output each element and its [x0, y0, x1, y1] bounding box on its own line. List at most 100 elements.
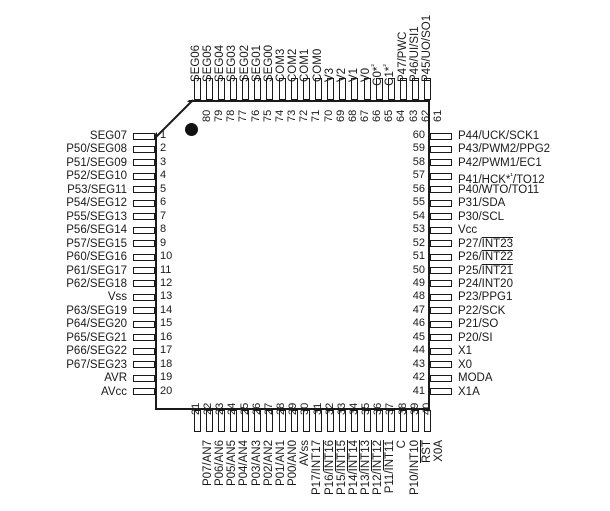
pin-lead-75 [254, 78, 262, 100]
pin-label-71: COM1 [299, 48, 312, 82]
pin-number-20: 20 [160, 384, 173, 397]
pin-number-37: 37 [384, 402, 397, 415]
pin-number-54: 54 [412, 209, 425, 222]
pin-label-16: P65/SEG21 [66, 331, 127, 344]
pin-lead-40 [424, 410, 432, 432]
pin-label-3: P51/SEG09 [66, 156, 127, 169]
pin-label-9: P57/SEG15 [66, 237, 127, 250]
pin-lead-37 [387, 410, 395, 432]
pin-number-42: 42 [412, 371, 425, 384]
pin-label-13: Vss [107, 291, 127, 304]
pin-label-42: MODA [458, 372, 493, 385]
pin-label-31: P16/INT16 [323, 440, 336, 495]
pin-number-50: 50 [412, 263, 425, 276]
pin-lead-30 [302, 410, 310, 432]
pin-lead-79 [205, 78, 213, 100]
pin-label-73: COM3 [275, 48, 288, 82]
pin-number-24: 24 [226, 402, 239, 415]
pin-lead-27 [266, 410, 274, 432]
pin-number-13: 13 [160, 290, 173, 303]
pin-label-61: P45/UO/SO1 [420, 14, 433, 82]
pin-label-67: V1 [347, 67, 360, 82]
pin-label-33: P14/INT14 [347, 440, 360, 495]
pin-number-33: 33 [335, 402, 348, 415]
pin-number-34: 34 [347, 402, 360, 415]
pin-number-44: 44 [412, 344, 425, 357]
pin-number-68: 68 [346, 109, 359, 122]
pin-lead-77 [229, 78, 237, 100]
pin-lead-32 [327, 410, 335, 432]
pin-number-77: 77 [237, 109, 250, 122]
pin-lead-7 [133, 213, 155, 221]
pin-lead-76 [242, 78, 250, 100]
pin-label-32: P15/INT15 [335, 440, 348, 495]
pin-label-55: P31/SDA [458, 197, 506, 210]
pin-lead-28 [278, 410, 286, 432]
pin-number-57: 57 [412, 169, 425, 182]
pin-number-21: 21 [190, 402, 202, 415]
pin-number-19: 19 [160, 371, 173, 384]
pin-number-5: 5 [160, 182, 167, 195]
pin-label-38: P10/INT10 [408, 440, 421, 495]
pin-label-50: P25/INT21 [458, 264, 513, 277]
pin-lead-12 [133, 280, 155, 288]
pin-number-3: 3 [160, 155, 167, 168]
pin-number-17: 17 [160, 344, 173, 357]
pin-lead-35 [363, 410, 371, 432]
pin-lead-60 [430, 132, 452, 140]
pin-lead-67 [351, 78, 359, 100]
pin-lead-1 [133, 132, 155, 140]
pin-lead-65 [375, 78, 383, 100]
pin-lead-71 [302, 78, 310, 100]
pin-number-25: 25 [238, 402, 251, 415]
pin-number-9: 9 [160, 236, 167, 249]
pin-label-36: P11/INT11 [384, 440, 397, 494]
pin-number-23: 23 [214, 402, 227, 415]
pin-lead-72 [290, 78, 298, 100]
pin-lead-45 [430, 334, 452, 342]
pin-label-56: P40/WTO/TO11 [458, 183, 540, 196]
pin-lead-64 [387, 78, 395, 100]
pin-number-18: 18 [160, 357, 173, 370]
pin-label-72: COM2 [287, 48, 300, 82]
pin-lead-10 [133, 253, 155, 261]
pin-number-30: 30 [299, 402, 312, 415]
pin-label-74: SEG00 [262, 44, 275, 82]
pin-lead-31 [315, 410, 322, 432]
pin-label-12: P62/SEG18 [66, 277, 127, 290]
pin-lead-4 [133, 172, 155, 180]
pin-lead-68 [339, 78, 347, 100]
pin-lead-46 [430, 320, 452, 328]
pin-label-5: P53/SEG11 [67, 183, 127, 196]
pin-label-26: P02/AN2 [262, 440, 275, 487]
pin-number-8: 8 [160, 223, 167, 236]
pin-label-6: P54/SEG12 [66, 197, 127, 210]
pin-number-6: 6 [160, 196, 167, 209]
pin-label-11: P61/SEG17 [66, 264, 127, 277]
pin-lead-22 [205, 410, 213, 432]
pin-number-2: 2 [160, 142, 167, 155]
pin-number-55: 55 [412, 196, 425, 209]
pin-lead-55 [430, 199, 452, 207]
pin-label-60: P44/UCK/SCK1 [458, 130, 540, 142]
pin-lead-49 [430, 280, 452, 288]
pin-label-57: P41/HCK*¹/TO12 [458, 171, 545, 187]
pin-lead-2 [133, 145, 155, 153]
pin-number-31: 31 [311, 402, 324, 415]
pin-lead-42 [430, 374, 452, 382]
pin-number-41: 41 [412, 384, 425, 397]
pin-label-14: P63/SEG19 [66, 304, 127, 317]
pin-number-60: 60 [412, 129, 425, 141]
pin-number-53: 53 [412, 223, 425, 236]
pin-number-29: 29 [287, 402, 300, 415]
pin-label-22: P06/AN6 [214, 440, 227, 487]
pin-lead-41 [430, 388, 452, 396]
pin-number-14: 14 [160, 303, 173, 316]
pin-number-16: 16 [160, 330, 173, 343]
pin-number-1: 1 [160, 129, 167, 141]
pin-label-45: P20/SI [458, 331, 493, 344]
pin-label-15: P64/SEG20 [66, 318, 127, 331]
pin-label-53: Vcc [458, 224, 478, 237]
pin-lead-52 [430, 240, 452, 248]
pin-lead-24 [229, 410, 237, 432]
